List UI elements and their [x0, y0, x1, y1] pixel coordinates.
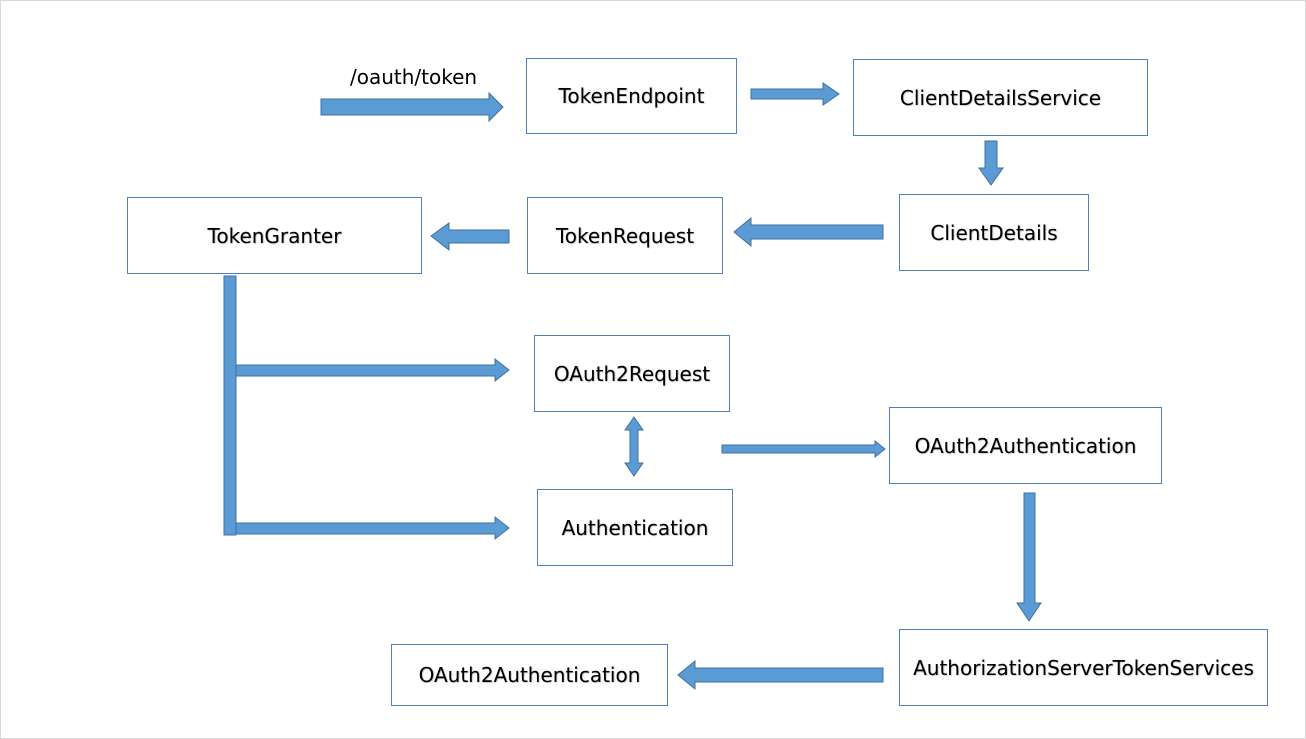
arrow-client-details-service-to-client-details: [978, 140, 1004, 186]
arrow-token-endpoint-to-client-details-service: [750, 82, 840, 106]
arrow-entry-to-token-endpoint: [320, 91, 504, 123]
arrow-client-details-to-token-request: [733, 216, 884, 248]
arrow-token-request-to-token-granter: [430, 222, 510, 252]
authorization-server-token-services-node: AuthorizationServerTokenServices: [899, 629, 1268, 706]
token-granter-node: TokenGranter: [127, 197, 422, 274]
token-endpoint-node: TokenEndpoint: [526, 58, 737, 134]
arrow-token-services-to-oauth2-authentication-result: [677, 659, 884, 691]
arrow-token-granter-to-oauth2-request: [235, 357, 510, 383]
token-granter-trunk: [223, 275, 237, 536]
client-details-node: ClientDetails: [899, 194, 1089, 271]
arrow-oauth2-authentication-to-token-services: [1016, 492, 1042, 622]
oauth2-request-node: OAuth2Request: [534, 335, 730, 412]
arrow-to-oauth2-authentication: [721, 439, 886, 459]
entry-endpoint-label: /oauth/token: [350, 65, 478, 89]
arrow-oauth2-request-authentication-bidirectional: [624, 416, 644, 477]
token-request-node: TokenRequest: [527, 197, 723, 274]
client-details-service-node: ClientDetailsService: [853, 59, 1148, 136]
oauth2-authentication-result-node: OAuth2Authentication: [391, 644, 668, 706]
authentication-node: Authentication: [537, 489, 733, 566]
oauth2-authentication-node: OAuth2Authentication: [889, 407, 1162, 484]
arrow-token-granter-to-authentication: [235, 515, 510, 541]
